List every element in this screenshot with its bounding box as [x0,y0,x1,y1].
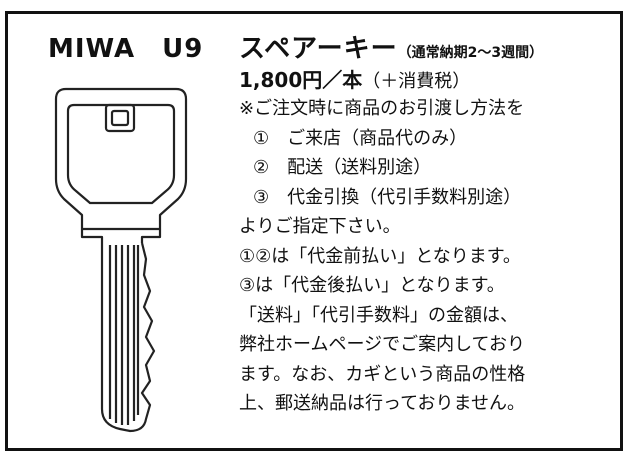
note-line: ① ご来店（商品代のみ） [253,127,468,149]
product-title: スペアーキー [239,34,398,64]
note-line: 弊社ホームページでご案内しており [239,334,526,355]
note-line: 上、郵送納品は行っておりません。 [239,393,526,414]
note-line: ※ご注文時に商品のお引渡し方法を [239,98,525,119]
note-line: ①②は「代金前払い」となります。 [239,245,521,267]
order-notes: ※ご注文時に商品のお引渡し方法を ① ご来店（商品代のみ） ② 配送（送料別途） ③ … [239,94,619,419]
product-image-column: MIWA U9 [8,14,233,448]
note-line: よりご指定下さい。 [239,216,401,237]
note-line: ます。なお、カギという商品の性格 [239,363,526,385]
product-card: MIWA U9 [5,11,623,451]
tax-note: （＋消費税） [362,71,471,92]
note-line: ③は「代金後払い」となります。 [239,275,505,296]
note-line: 「送料」「代引手数料」の金額は、 [239,304,518,326]
price: 1,800円／本 [239,68,363,92]
product-details: スペアーキー（通常納期2～3週間） 1,800円／本（＋消費税） ※ご注文時に商… [239,28,619,419]
key-icon [54,87,188,433]
note-line: ② 配送（送料別途） [253,157,432,178]
lead-time: （通常納期2～3週間） [397,45,544,61]
note-line: ③ 代金引換（代引手数料別途） [253,186,522,208]
price-line: 1,800円／本（＋消費税） [239,64,619,94]
model-name: MIWA U9 [48,34,204,64]
headline: スペアーキー（通常納期2～3週間） [239,28,619,64]
